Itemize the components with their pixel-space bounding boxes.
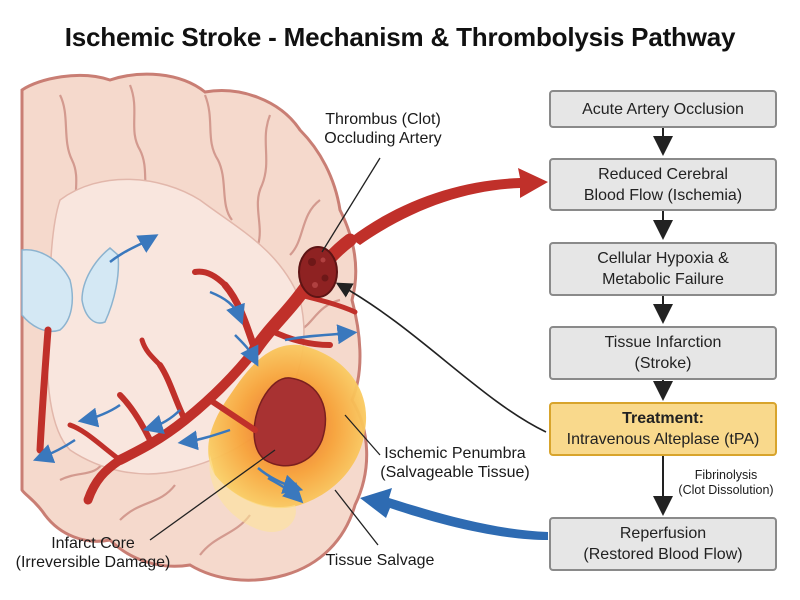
flow-step-text: Metabolic Failure — [602, 271, 724, 288]
penumbra-outer-glow — [209, 455, 296, 532]
label-fibrinolysis: Fibrinolysis (Clot Dissolution) — [668, 468, 784, 498]
label-pointers — [149, 157, 381, 546]
ventricle — [81, 247, 120, 324]
label-penumbra-line2: (Salvageable Tissue) — [380, 464, 530, 481]
treatment-heading: Treatment: — [622, 410, 704, 427]
infarct-core — [253, 377, 327, 467]
flow-step-treatment: Treatment: Intravenous Alteplase (tPA) — [549, 402, 777, 456]
ventricle — [21, 249, 73, 332]
label-infarct-line1: Infarct Core — [51, 535, 135, 552]
flow-step-infarction: Tissue Infarction (Stroke) — [549, 326, 777, 380]
flow-step-text: Tissue Infarction — [604, 334, 722, 351]
label-thrombus-line1: Thrombus (Clot) — [325, 111, 441, 128]
flow-step-text: Blood Flow (Ischemia) — [583, 186, 743, 204]
label-thrombus: Thrombus (Clot) Occluding Artery — [298, 110, 468, 148]
flow-step-text: Intravenous Alteplase (tPA) — [566, 431, 760, 448]
label-penumbra: Ischemic Penumbra (Salvageable Tissue) — [370, 444, 540, 482]
flow-step-hypoxia: Cellular Hypoxia & Metabolic Failure — [549, 242, 777, 296]
reperfusion-arrow — [360, 488, 548, 540]
flow-step-occlusion: Acute Artery Occlusion — [549, 90, 777, 128]
page-title: Ischemic Stroke - Mechanism & Thrombolys… — [64, 22, 736, 52]
label-infarct-core: Infarct Core (Irreversible Damage) — [8, 534, 178, 572]
label-thrombus-line2: Occluding Artery — [324, 130, 442, 147]
occlusion-to-flow-arrow — [350, 168, 548, 245]
flow-step-text: Reperfusion — [619, 525, 707, 542]
fibrinolysis-line1: Fibrinolysis — [694, 468, 758, 482]
treatment-to-clot-arrow — [335, 282, 547, 433]
blood-flow-arrows — [32, 234, 358, 504]
flow-step-text: Reduced Cerebral — [598, 165, 728, 183]
flow-step-text: (Stroke) — [634, 355, 692, 372]
flow-step-text: Acute Artery Occlusion — [582, 100, 744, 118]
flow-step-text: (Restored Blood Flow) — [583, 546, 743, 563]
label-infarct-line2: (Irreversible Damage) — [15, 554, 171, 571]
thrombus-clot — [298, 246, 338, 298]
label-tissue-salvage: Tissue Salvage — [325, 552, 435, 569]
flow-step-reduced-blood-flow: Reduced Cerebral Blood Flow (Ischemia) — [549, 158, 777, 211]
midline-artery — [36, 326, 52, 454]
flow-step-reperfusion: Reperfusion (Restored Blood Flow) — [549, 517, 777, 571]
flow-step-text: Cellular Hypoxia & — [597, 250, 729, 267]
label-penumbra-line1: Ischemic Penumbra — [384, 445, 526, 462]
fibrinolysis-line2: (Clot Dissolution) — [678, 483, 774, 497]
